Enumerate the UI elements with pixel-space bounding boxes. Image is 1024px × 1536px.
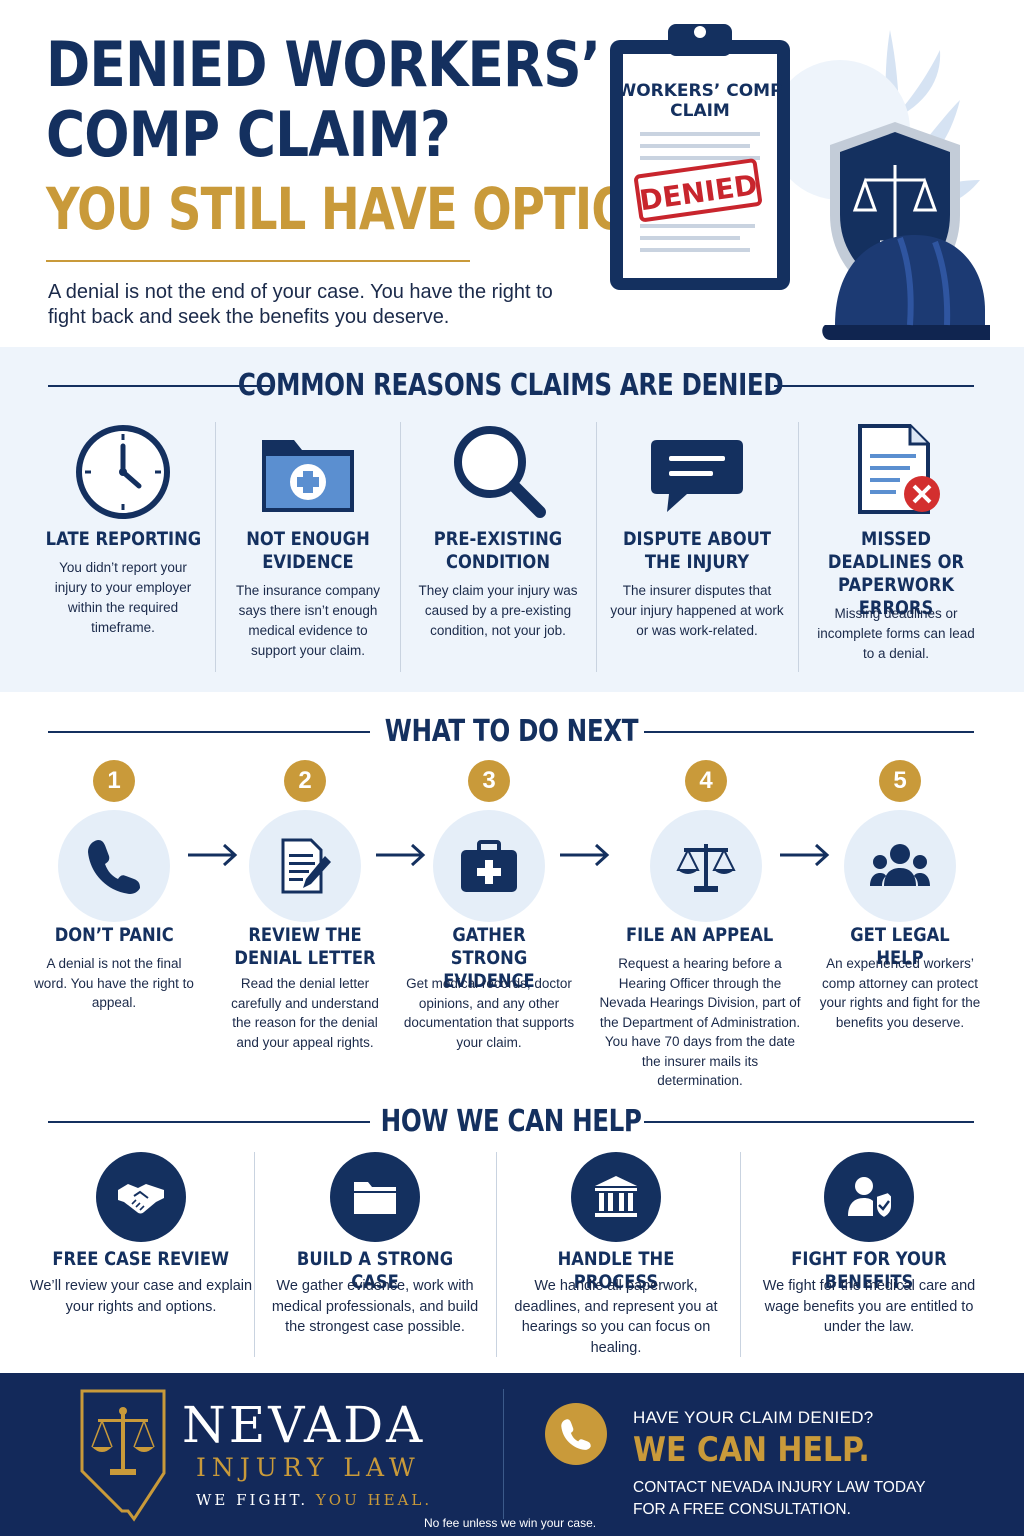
footer: NEVADA INJURY LAW WE FIGHT. YOU HEAL. HA…: [0, 1373, 1024, 1536]
footer-divider: [503, 1389, 504, 1519]
letter-pen-icon: [281, 838, 331, 894]
arrow-right-icon: [780, 843, 830, 867]
folder-icon: [354, 1182, 396, 1214]
hero-illustration: WORKERS’ COMP CLAIM DENIED: [610, 24, 990, 340]
call-button[interactable]: [545, 1403, 607, 1465]
person-shield-icon: [848, 1177, 893, 1220]
courthouse-icon: [595, 1176, 637, 1217]
reasons-heading: COMMON REASONS CLAIMS ARE DENIED: [48, 366, 974, 406]
clipboard-title-line2: CLAIM: [670, 101, 730, 121]
clock-icon: [76, 425, 170, 519]
hero-title-line2: COMP CLAIM?: [46, 98, 451, 171]
brand-name: NEVADA: [182, 1396, 426, 1454]
hero-intro: A denial is not the end of your case. Yo…: [48, 281, 553, 328]
footer-question: HAVE YOUR CLAIM DENIED?: [633, 1408, 874, 1427]
brand-subtitle: INJURY LAW: [196, 1453, 421, 1482]
reasons-row: LATE REPORTING You didn’t report your in…: [30, 418, 994, 678]
clipboard-title-line1: WORKERS’ COMP: [617, 81, 782, 101]
medical-kit-icon: [461, 840, 517, 892]
step-number-badge: 1: [93, 760, 135, 802]
medical-folder-icon: [262, 440, 354, 512]
hero-subtitle: YOU STILL HAVE OPTIONS.: [46, 175, 718, 243]
reason-card-not-enough-evidence: NOT ENOUGH EVIDENCE The insurance compan…: [216, 418, 400, 673]
help-heading: HOW WE CAN HELP: [48, 1102, 974, 1142]
reason-card-dispute-about-injury: DISPUTE ABOUT THE INJURY The insurer dis…: [596, 418, 798, 673]
arrow-right-icon: [188, 843, 238, 867]
fee-note: No fee unless we win your case.: [424, 1516, 597, 1530]
people-icon: [870, 844, 930, 886]
clipboard-icon: WORKERS’ COMP CLAIM DENIED: [610, 24, 790, 290]
steps-heading: WHAT TO DO NEXT: [48, 712, 974, 752]
footer-cta: WE CAN HELP.: [633, 1430, 870, 1470]
hero-divider: [46, 260, 470, 262]
step-number-badge: 3: [468, 760, 510, 802]
step-number-badge: 4: [685, 760, 727, 802]
reason-card-late-reporting: LATE REPORTING You didn’t report your in…: [30, 418, 216, 673]
chat-bubble-icon: [651, 440, 743, 512]
step-number-badge: 2: [284, 760, 326, 802]
reason-card-missed-deadlines: MISSED DEADLINES OR PAPERWORK ERRORS Mis…: [798, 418, 994, 673]
hero-title-line1: DENIED WORKERS’: [46, 28, 601, 101]
arrow-right-icon: [560, 843, 610, 867]
help-row: FREE CASE REVIEW We’ll review your case …: [0, 1150, 1024, 1365]
step-number-badge: 5: [879, 760, 921, 802]
arrow-right-icon: [376, 843, 426, 867]
magnifier-icon: [454, 426, 546, 518]
phone-icon: [561, 1419, 591, 1450]
footer-contact: CONTACT NEVADA INJURY LAW TODAY FOR A FR…: [633, 1479, 926, 1518]
brand-tagline: WE FIGHT. YOU HEAL.: [196, 1491, 433, 1509]
hero-title: DENIED WORKERS’ COMP CLAIM?: [46, 30, 614, 170]
reason-card-pre-existing-condition: PRE-EXISTING CONDITION They claim your i…: [400, 418, 596, 673]
phone-icon: [88, 840, 140, 894]
steps-row: 1 DON’T PANIC A denial is not the final …: [0, 760, 1024, 1090]
handshake-icon: [118, 1184, 164, 1214]
hero: DENIED WORKERS’ COMP CLAIM? YOU STILL HA…: [0, 0, 1024, 345]
reasons-band: [0, 347, 1024, 692]
hard-hat-icon: [822, 235, 990, 340]
scales-icon: [676, 844, 736, 892]
document-error-icon: [858, 424, 940, 514]
nevada-state-scales-logo-icon: [80, 1389, 166, 1522]
